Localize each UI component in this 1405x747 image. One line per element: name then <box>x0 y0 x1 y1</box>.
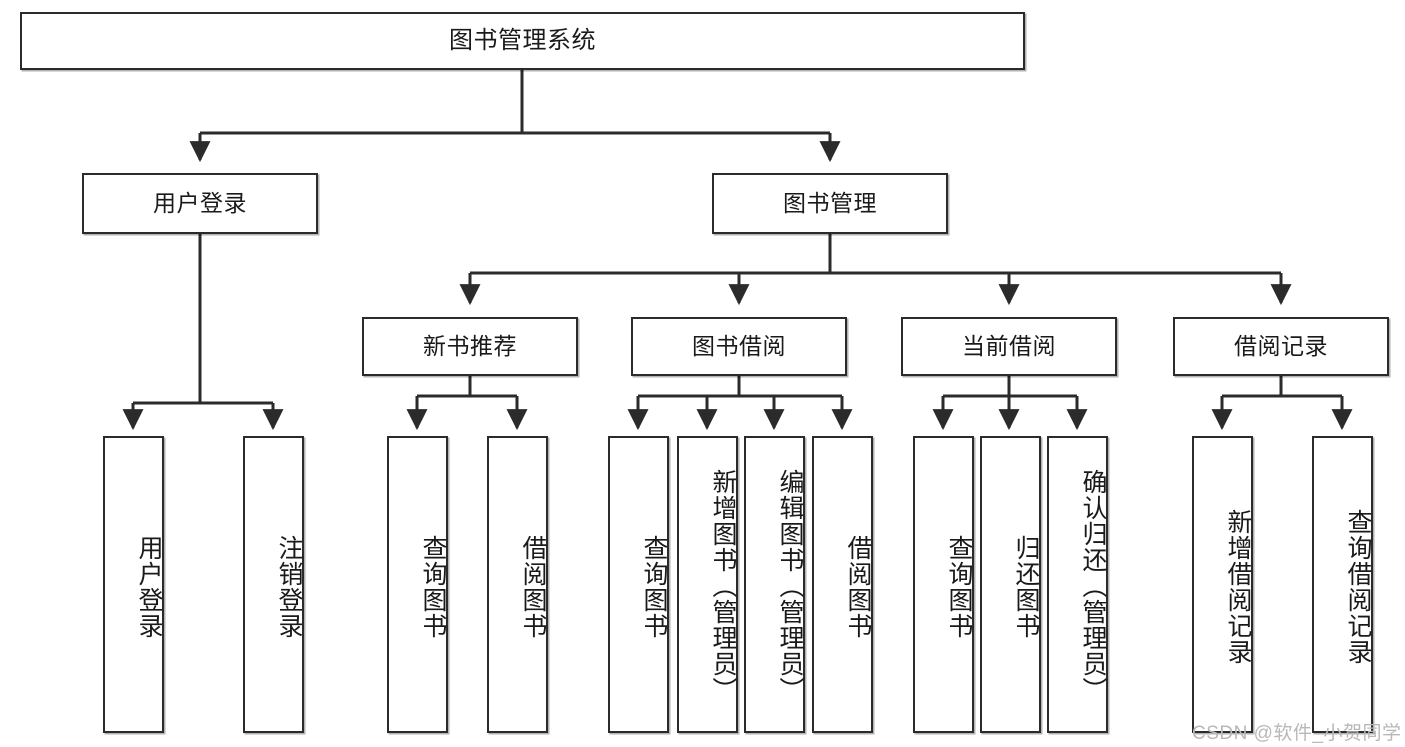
leaf-current-borrow-confirm-return-admin[interactable]: 确认归还（管理员） <box>1047 436 1108 733</box>
leaf-current-borrow-return-book[interactable]: 归还图书 <box>980 436 1041 733</box>
node-label: 图书管理系统 <box>449 27 596 55</box>
node-new-book-recommend[interactable]: 新书推荐 <box>362 317 578 376</box>
node-user-login[interactable]: 用户登录 <box>82 173 318 234</box>
leaf-new-book-borrow-book[interactable]: 借阅图书 <box>487 436 548 733</box>
node-label: 查询图书 <box>419 534 447 639</box>
leaf-user-login-login[interactable]: 用户登录 <box>103 436 164 733</box>
leaf-book-borrow-edit-book-admin[interactable]: 编辑图书（管理员） <box>744 436 805 733</box>
leaf-current-borrow-query-book[interactable]: 查询图书 <box>913 436 974 733</box>
node-book-management[interactable]: 图书管理 <box>712 173 948 234</box>
node-label: 归还图书 <box>1012 534 1040 639</box>
node-label: 注销登录 <box>275 534 303 639</box>
leaf-borrow-record-add-record[interactable]: 新增借阅记录 <box>1192 436 1253 733</box>
leaf-book-borrow-query-book[interactable]: 查询图书 <box>608 436 669 733</box>
node-label: 借阅图书 <box>519 534 547 639</box>
node-label: 借阅图书 <box>844 534 872 639</box>
node-label: 借阅记录 <box>1234 333 1328 360</box>
node-label: 图书借阅 <box>692 333 786 360</box>
node-label: 图书管理 <box>783 190 877 217</box>
leaf-new-book-query-book[interactable]: 查询图书 <box>387 436 448 733</box>
node-current-borrow[interactable]: 当前借阅 <box>901 317 1117 376</box>
csdn-watermark: CSDN @软件_小贺同学 <box>1192 723 1402 744</box>
leaf-book-borrow-borrow-book[interactable]: 借阅图书 <box>812 436 873 733</box>
leaf-user-login-logout[interactable]: 注销登录 <box>243 436 304 733</box>
node-label: 用户登录 <box>153 190 247 217</box>
node-root-book-management-system[interactable]: 图书管理系统 <box>20 12 1025 70</box>
node-label: 查询图书 <box>640 534 668 639</box>
node-label: 当前借阅 <box>962 333 1056 360</box>
node-borrow-record[interactable]: 借阅记录 <box>1173 317 1389 376</box>
node-label: 查询借阅记录 <box>1344 508 1372 665</box>
leaf-book-borrow-add-book-admin[interactable]: 新增图书（管理员） <box>677 436 738 733</box>
node-label: 新增借阅记录 <box>1224 508 1252 665</box>
node-label: 新书推荐 <box>423 333 517 360</box>
node-label: 用户登录 <box>135 534 163 639</box>
node-book-borrow[interactable]: 图书借阅 <box>631 317 847 376</box>
leaf-borrow-record-query-record[interactable]: 查询借阅记录 <box>1312 436 1373 733</box>
node-label: 新增图书（管理员） <box>709 468 737 703</box>
node-label: 确认归还（管理员） <box>1079 468 1107 703</box>
node-label: 查询图书 <box>945 534 973 639</box>
node-label: 编辑图书（管理员） <box>776 468 804 703</box>
